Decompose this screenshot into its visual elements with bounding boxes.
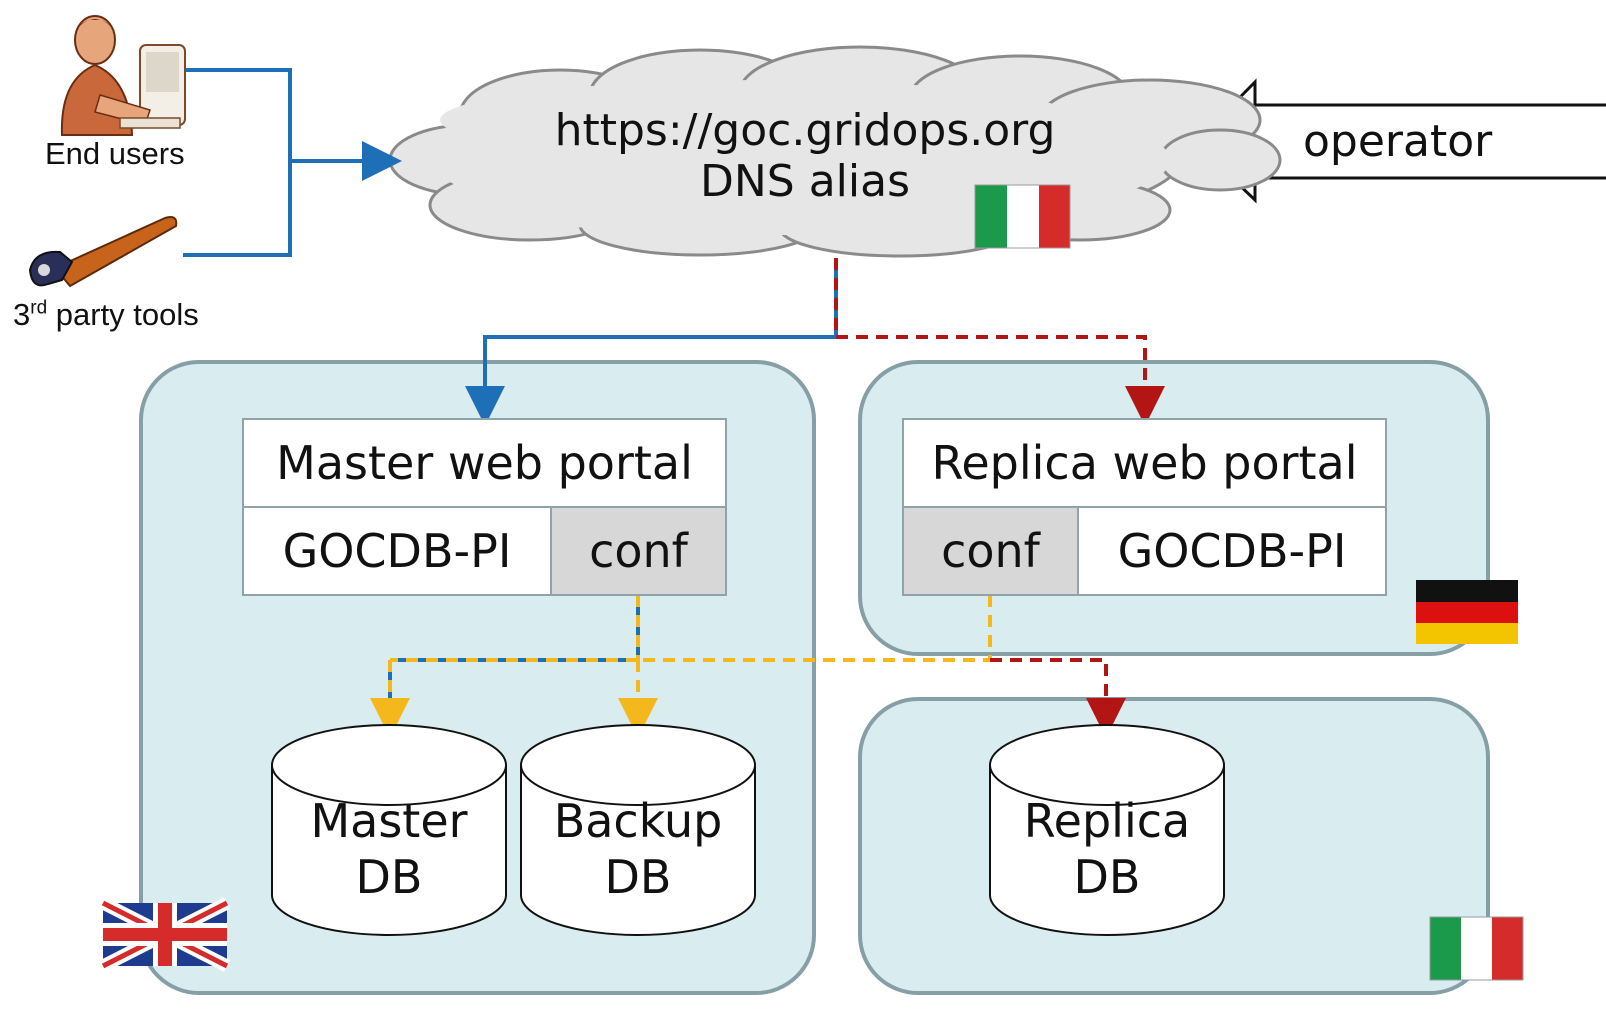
replica-db-line2: DB [1073, 850, 1141, 904]
client-connectors [183, 68, 402, 257]
replica-db-cylinder [989, 724, 1225, 936]
replica-gocdb-pi-box: GOCDB-PI [1077, 506, 1387, 596]
operator-label: operator [1303, 116, 1493, 167]
end-users-label: End users [45, 136, 185, 171]
master-conf-box: conf [550, 506, 727, 596]
replica-web-portal-box: Replica web portal [902, 418, 1387, 508]
master-db-cylinder [271, 724, 507, 936]
replica-conf-box: conf [902, 506, 1079, 596]
dns-url-text: https://goc.gridops.org [554, 105, 1056, 156]
master-db-label: Master DB [272, 793, 506, 905]
italy-flag-icon [974, 184, 1071, 249]
master-web-portal-box: Master web portal [242, 418, 727, 508]
conf-to-db-connectors [370, 595, 1126, 738]
replica-db-line1: Replica [1023, 794, 1191, 848]
master-gocdb-pi-box: GOCDB-PI [242, 506, 552, 596]
third-party-tools-label: 3rd party tools [13, 297, 199, 333]
tools-label-sup: rd [30, 297, 48, 319]
master-db-line1: Master [310, 794, 468, 848]
replica-db-label: Replica DB [990, 793, 1224, 905]
backup-db-label: Backup DB [521, 793, 755, 905]
backup-db-cylinder [520, 724, 756, 936]
tools-label-base: 3 [13, 297, 31, 332]
master-db-line2: DB [355, 850, 423, 904]
tools-label-rest: party tools [47, 297, 199, 332]
germany-flag-icon [1416, 580, 1518, 644]
person-computer-icon [60, 15, 186, 136]
dns-to-portals [465, 258, 1165, 426]
uk-flag-icon [100, 897, 230, 972]
backup-db-line2: DB [604, 850, 672, 904]
backup-db-line1: Backup [553, 794, 723, 848]
italy-flag-icon [1429, 916, 1524, 981]
dns-alias-text: DNS alias [699, 156, 910, 207]
wrench-icon [28, 216, 178, 288]
